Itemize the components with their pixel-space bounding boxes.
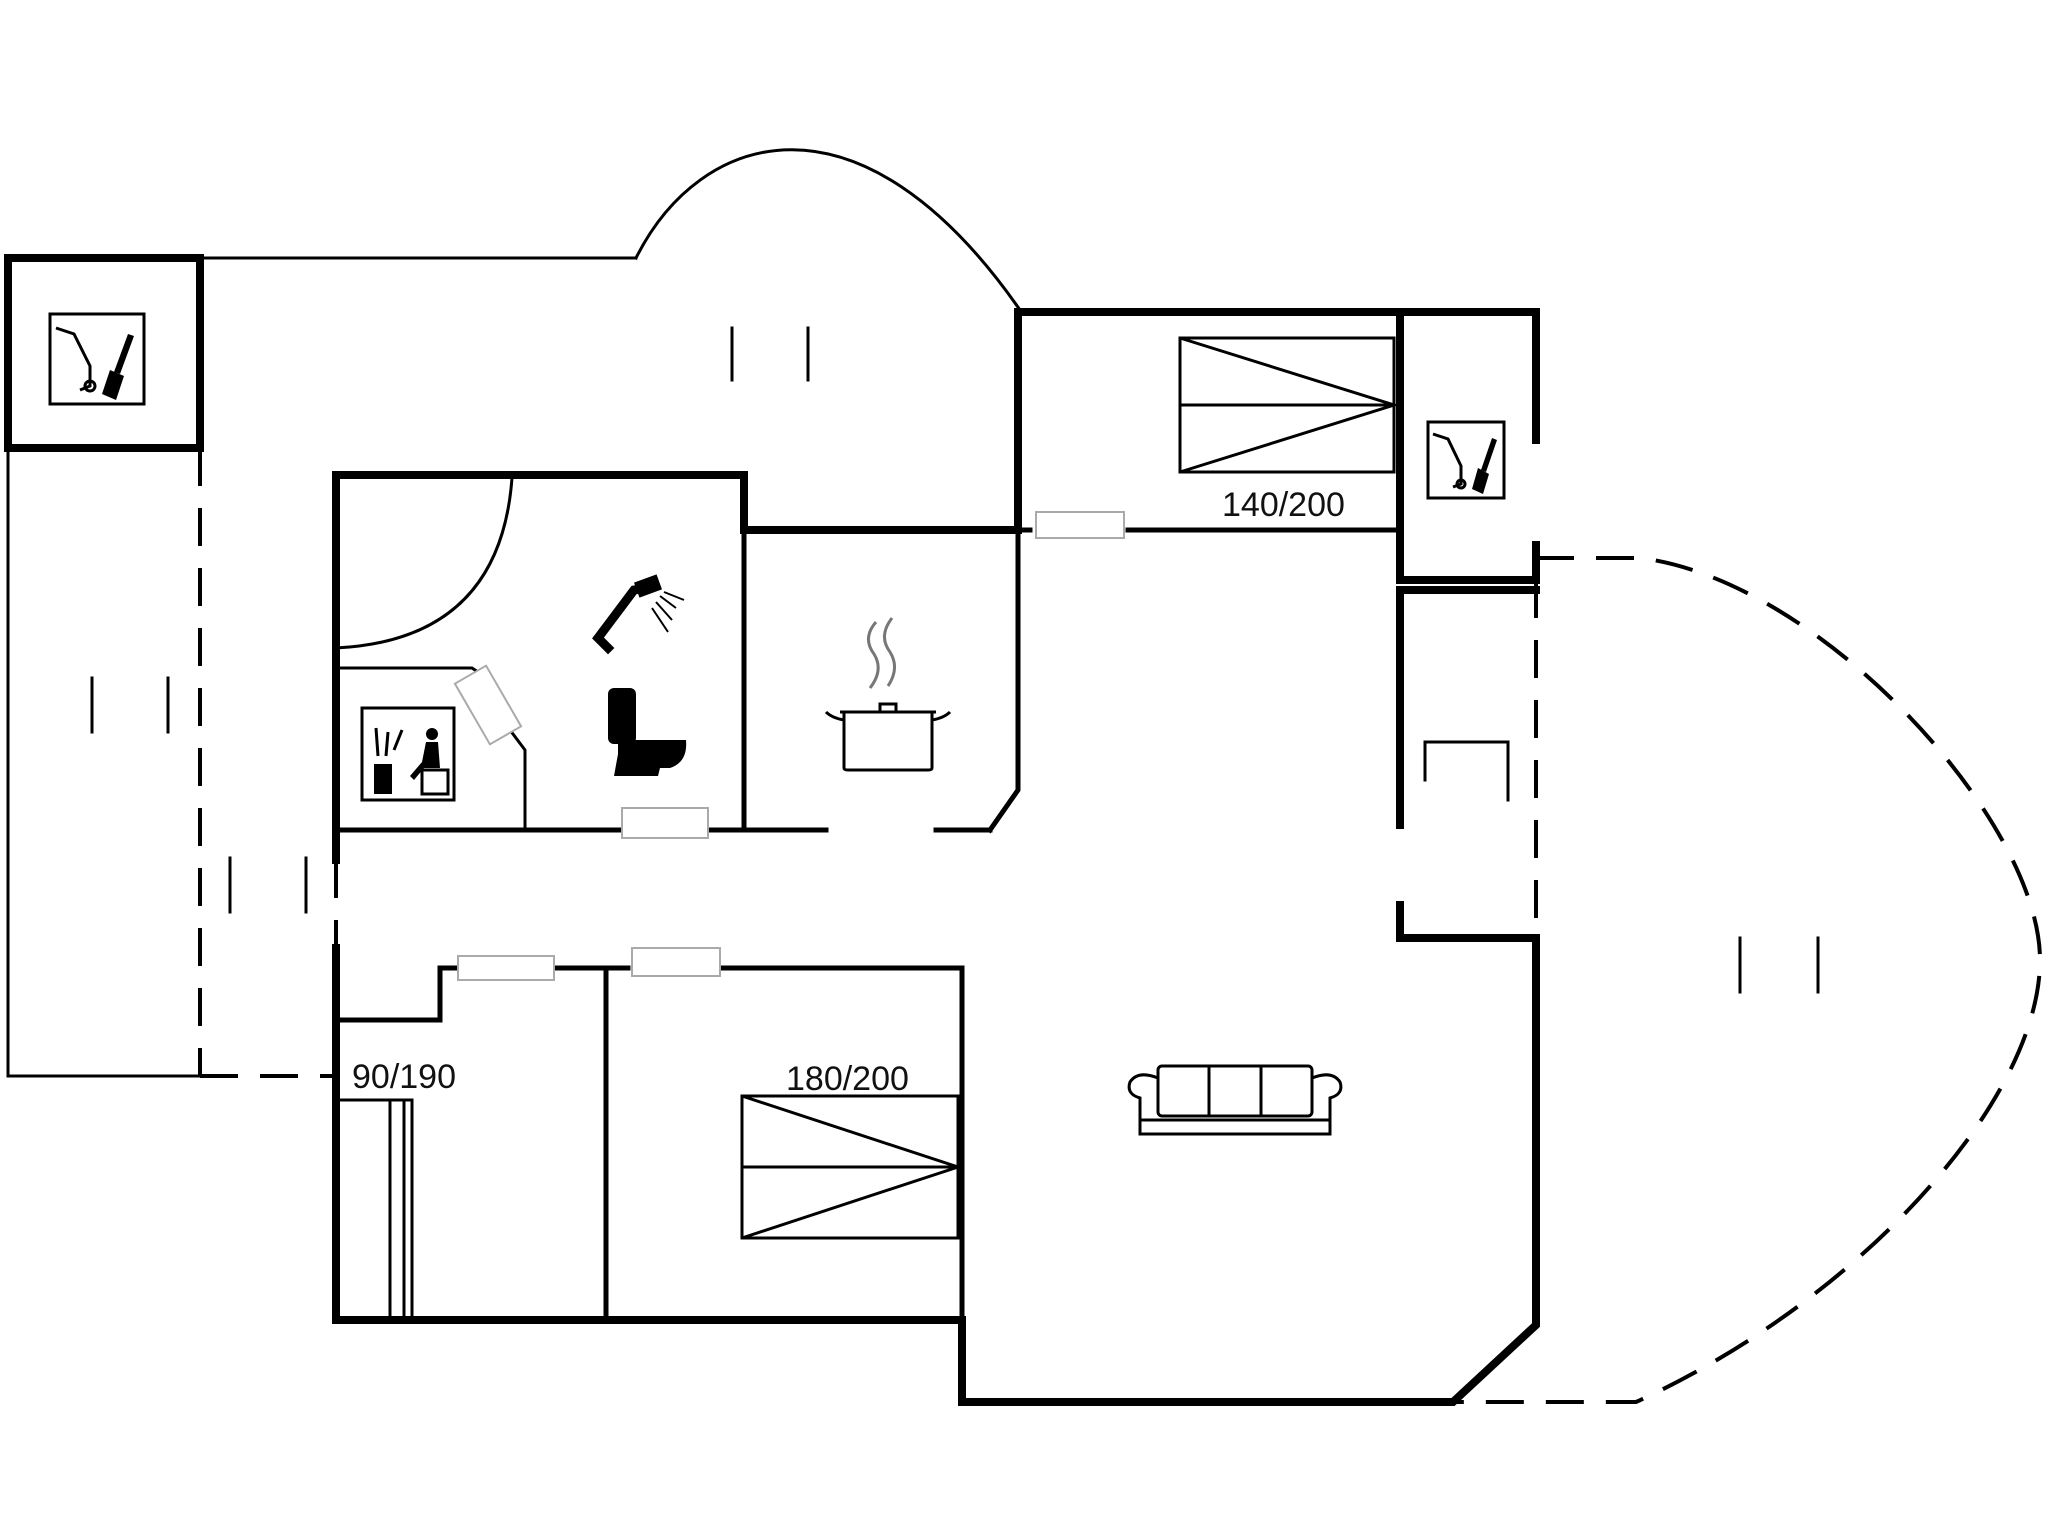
broom-handle: [114, 334, 134, 374]
window-bath: [621, 807, 709, 839]
broom-head: [102, 370, 124, 400]
kitchen-right-wall: [986, 527, 1021, 834]
interior-walls: [333, 476, 1510, 1323]
storage-utility-icon: [1426, 420, 1506, 500]
bed-cover: [1179, 336, 1400, 474]
steam-icon: [867, 617, 896, 689]
outer-walls: [4, 148, 1540, 1406]
windows: [453, 511, 1125, 981]
person-body: [410, 742, 440, 780]
icon-frame: [1426, 420, 1506, 500]
steam-lines: [374, 727, 404, 757]
pot-handles: [824, 710, 952, 722]
living-room-outer: [958, 934, 1540, 1406]
toilet-tank: [608, 688, 636, 744]
toilet-icon: [608, 688, 687, 776]
bed-label-140: 140/200: [1222, 486, 1345, 524]
left-annex: [6, 446, 202, 1078]
bath-block-top: [332, 471, 1022, 864]
window-bedroom-3: [457, 955, 555, 981]
bed-label-180: 180/200: [786, 1060, 909, 1098]
sofa-back: [1156, 1064, 1314, 1118]
pot-lid-knob: [878, 702, 898, 714]
shower-curve: [334, 476, 514, 650]
toilet-bowl: [614, 740, 687, 776]
arched-bay: [633, 148, 1023, 313]
bed-1: 140/200: [1178, 336, 1400, 524]
right-terrace-curve: [1453, 556, 2043, 1404]
trolley-icon: [55, 326, 92, 392]
corridor-bottom: [1396, 901, 1540, 942]
bench-icon: [420, 768, 450, 796]
shower-spray: [651, 591, 685, 633]
broom-head: [1472, 468, 1489, 494]
pot-body: [842, 712, 934, 772]
sofa-icon: [1127, 1064, 1343, 1136]
trolley-wheel: [83, 379, 97, 393]
bed-label-90: 90/190: [352, 1058, 456, 1096]
storage-room-left: [4, 254, 204, 452]
terraces: [198, 448, 2043, 1404]
bed-2: 180/200: [740, 1060, 963, 1240]
bedroom-3-top-a: [333, 965, 459, 1023]
kitchen-pot-icon: [824, 617, 952, 772]
person-head: [426, 728, 438, 740]
sauna-right-wall: [507, 727, 527, 832]
trolley-icon: [1432, 432, 1463, 489]
window-bedroom-1: [1035, 511, 1125, 539]
icon-frame: [360, 706, 456, 802]
storage-utility-icon: [48, 312, 146, 406]
closet-box: [1423, 740, 1510, 802]
sofa-arms: [1127, 1073, 1343, 1136]
broom-handle: [1481, 438, 1497, 472]
stove-icon: [374, 764, 392, 794]
bedroom-block-bottom: [332, 944, 966, 1324]
window-bedroom-2: [631, 947, 721, 977]
window-sauna: [453, 664, 523, 746]
sauna-icon: [360, 706, 456, 802]
storage-right-wall: [1396, 541, 1540, 584]
shower-head: [633, 574, 663, 598]
shower-pipe: [592, 582, 652, 655]
shower-icon: [592, 574, 685, 655]
bed-cover: [741, 1094, 963, 1240]
trolley-wheel: [1455, 478, 1467, 490]
icon-frame: [48, 312, 146, 406]
room-markers: [90, 326, 1820, 994]
bedroom-1-wall: [1014, 308, 1540, 534]
